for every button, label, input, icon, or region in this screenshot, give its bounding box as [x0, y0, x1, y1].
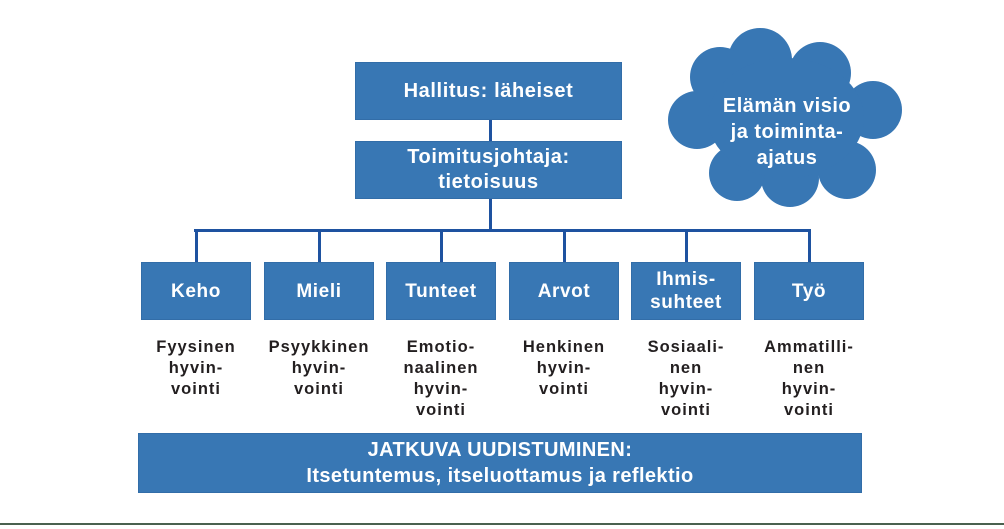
footer-line2: Itsetuntemus, itseluottamus ja reflektio — [306, 465, 694, 487]
board-box: Hallitus: läheiset — [355, 62, 622, 120]
dept-subtitle-tyo: Ammatilli- nen hyvin- vointi — [764, 338, 854, 419]
dept-subtitle-arvot: Henkinen hyvin- vointi — [522, 338, 606, 398]
dept-box-arvot: Arvot — [509, 262, 619, 320]
dept-connector-tyo — [807, 229, 811, 262]
board-ceo-connector — [489, 120, 492, 141]
dept-connector-ihmissuhteet — [684, 229, 688, 262]
dept-box-keho: Keho — [141, 262, 251, 320]
dept-subtitle-keho: Fyysinen hyvin- vointi — [156, 338, 236, 398]
dept-box-tyo: Työ — [754, 262, 864, 320]
dept-subtitle-tunteet: Emotio- naalinen hyvin- vointi — [403, 338, 479, 419]
dept-connector-arvot — [562, 229, 566, 262]
horizontal-connector — [194, 229, 811, 232]
footer-line1: JATKUVA UUDISTUMINEN: — [367, 439, 633, 461]
dept-box-tunteet: Tunteet — [386, 262, 496, 320]
dept-subtitle-ihmissuhteet: Sosiaali- nen hyvin- vointi — [647, 338, 725, 419]
dept-box-ihmissuhteet: Ihmis- suhteet — [631, 262, 741, 320]
dept-box-mieli: Mieli — [264, 262, 374, 320]
footer-bar: JATKUVA UUDISTUMINEN: Itsetuntemus, itse… — [138, 433, 862, 493]
ceo-box: Toimitusjohtaja: tietoisuus — [355, 141, 622, 199]
dept-subtitle-mieli: Psyykkinen hyvin- vointi — [268, 338, 370, 398]
dept-connector-keho — [194, 229, 198, 262]
cloud-label: Elämän visio ja toiminta- ajatus — [722, 95, 852, 169]
ceo-trunk-connector — [489, 199, 492, 230]
bottom-rule — [0, 523, 1004, 525]
dept-connector-mieli — [317, 229, 321, 262]
cloud-shape — [668, 28, 902, 207]
dept-connector-tunteet — [439, 229, 443, 262]
